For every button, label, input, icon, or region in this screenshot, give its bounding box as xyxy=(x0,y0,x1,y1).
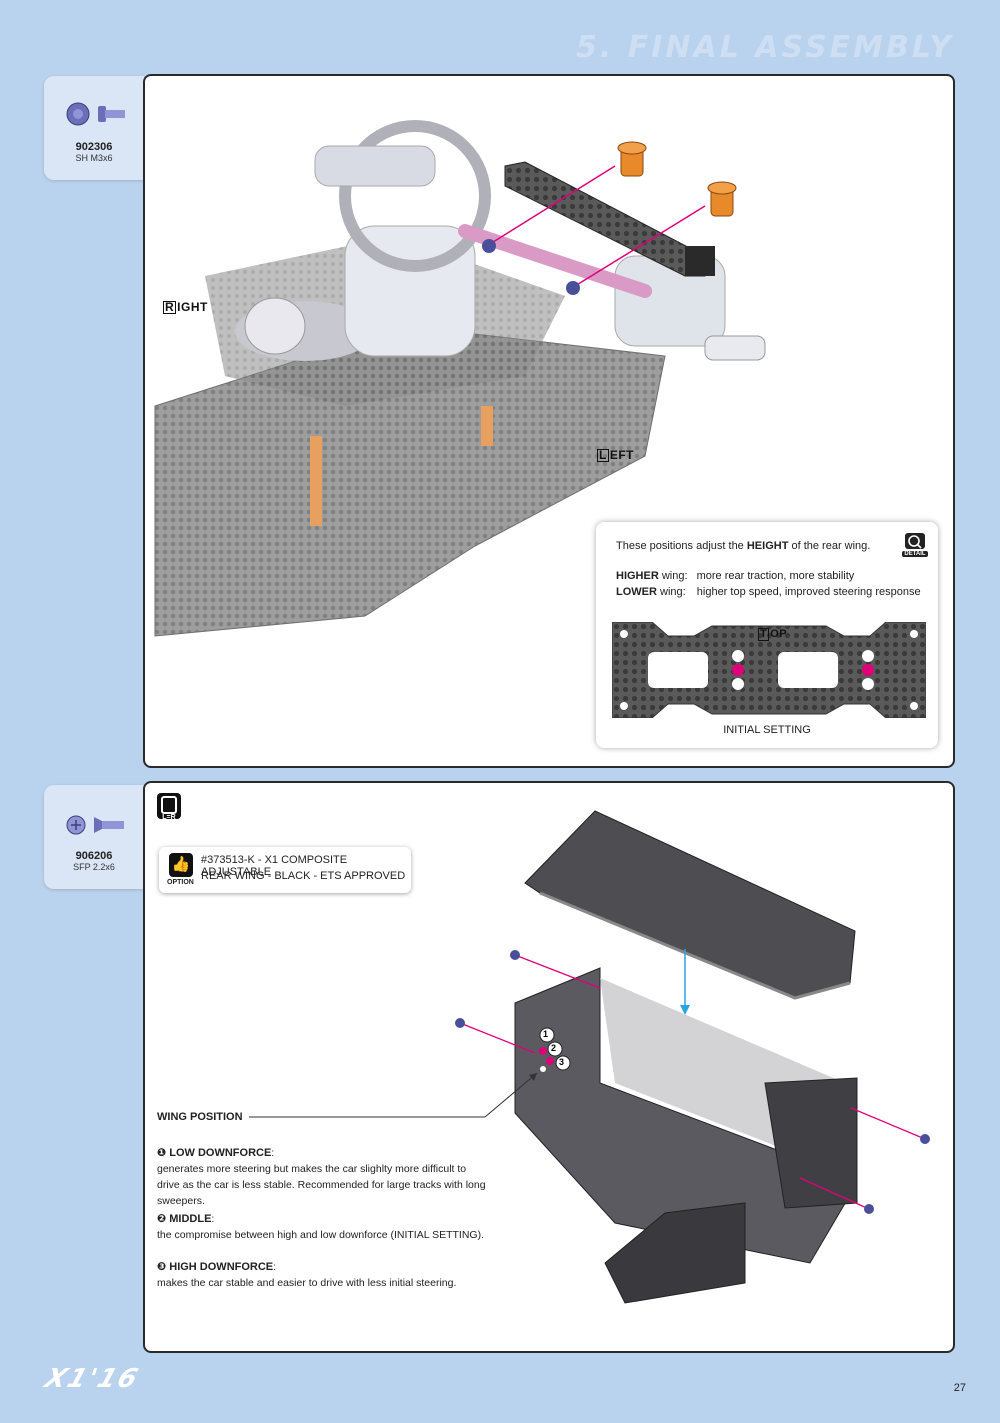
thumbs-up-icon: 👍 xyxy=(169,853,193,877)
position-low-downforce: ❶ LOW DOWNFORCE: generates more steering… xyxy=(157,1147,486,1207)
initial-setting-label: INITIAL SETTING xyxy=(723,724,811,736)
option-label: OPTION xyxy=(167,879,194,886)
page-number: 27 xyxy=(953,1382,966,1394)
wing-mount-plate-diagram xyxy=(612,622,926,718)
wing-height-info-box: These positions adjust the HEIGHT of the… xyxy=(596,522,938,748)
hole-label-1: 1 xyxy=(543,1029,549,1039)
option-line-1: #373513-K - X1 COMPOSITE ADJUSTABLE xyxy=(201,854,348,878)
screw-icon xyxy=(66,815,124,835)
part-card-906206: 906206 SFP 2.2x6 xyxy=(44,785,144,889)
screw-icon xyxy=(66,102,125,126)
rear-chassis-illustration xyxy=(154,120,766,637)
detail-badge: DETAIL xyxy=(902,532,928,560)
higher-wing-line: HIGHER wing: more rear traction, more st… xyxy=(616,570,855,582)
part-description: SH M3x6 xyxy=(75,153,113,163)
section-title: 5. FINAL ASSEMBLY xyxy=(576,30,954,65)
hole-label-2: 2 xyxy=(551,1043,557,1053)
magnifier-icon xyxy=(905,533,925,549)
position-middle: ❷ MIDDLE: the compromise between high an… xyxy=(157,1213,484,1241)
hole-label-3: 3 xyxy=(559,1057,565,1067)
part-card-902306: 902306 SH M3x6 xyxy=(44,76,144,180)
rear-wing-illustration xyxy=(249,810,930,1304)
assembly-step-panel-2: L=R 👍 OPTION #373513-K - X1 COMPOSITE AD… xyxy=(143,781,955,1353)
lower-wing-line: LOWER wing: higher top speed, improved s… xyxy=(616,586,921,598)
option-line-2: REAR WING - BLACK - ETS APPROVED xyxy=(201,870,406,882)
wing-position-label: WING POSITION xyxy=(157,1111,243,1123)
option-part-box: 👍 OPTION #373513-K - X1 COMPOSITE ADJUST… xyxy=(159,847,411,893)
wing-position-markers xyxy=(539,1027,571,1071)
part-number: 902306 xyxy=(75,141,113,153)
part-number: 906206 xyxy=(75,850,113,862)
position-high-downforce: ❸ HIGH DOWNFORCE: makes the car stable a… xyxy=(157,1261,457,1289)
height-description: These positions adjust the HEIGHT of the… xyxy=(616,540,871,552)
spacer-icon xyxy=(707,181,737,217)
part-description: SFP 2.2x6 xyxy=(73,862,115,872)
brand-logo: X1'16 xyxy=(41,1364,144,1394)
left-equals-right-icon: L=R xyxy=(157,793,181,821)
screw-icon xyxy=(482,239,580,295)
screw-icon xyxy=(455,950,930,1214)
spacer-icon xyxy=(617,141,647,177)
